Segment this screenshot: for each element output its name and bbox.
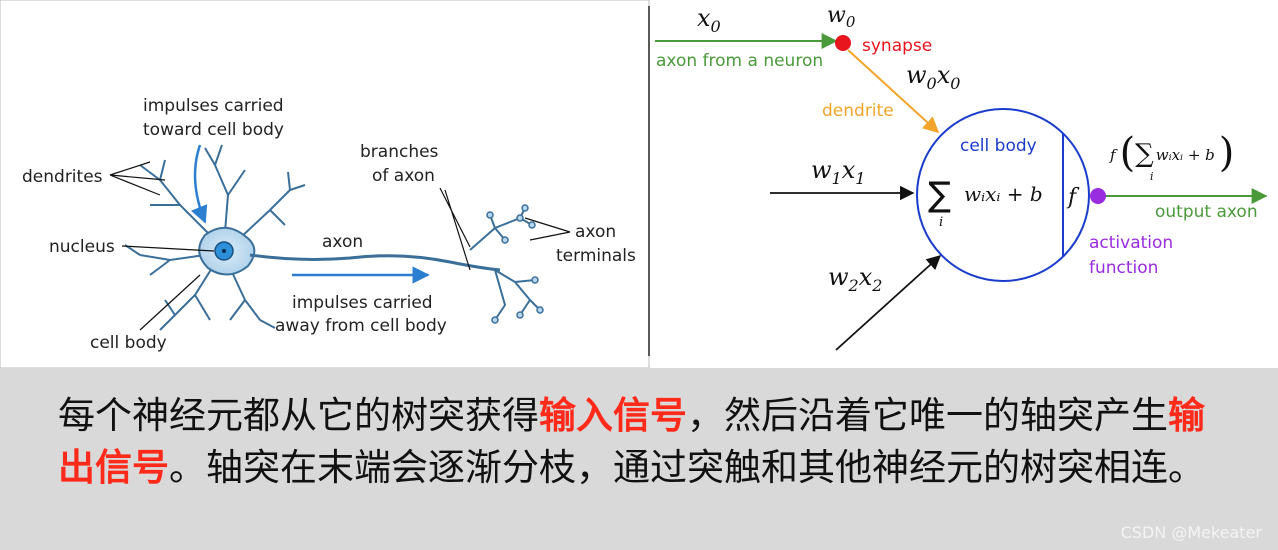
- label-dendrite: dendrite: [822, 101, 894, 121]
- sum-symbol: ∑: [928, 175, 951, 215]
- caption-panel: 每个神经元都从它的树突获得输入信号，然后沿着它唯一的轴突产生输出信号。轴突在末端…: [0, 368, 1278, 550]
- output-formula: f(∑wᵢxᵢ + b): [1109, 130, 1234, 176]
- activation-dot: [1090, 188, 1106, 204]
- label-axon-from: axon from a neuron: [656, 51, 823, 71]
- sum-index: i: [939, 215, 943, 230]
- sum-expression: wᵢxᵢ + b: [964, 182, 1043, 206]
- label-terminals-2: terminals: [556, 246, 636, 266]
- dendrite-branch: [160, 268, 212, 330]
- watermark: CSDN @Mekeater: [1121, 523, 1262, 542]
- caption-text: 每个神经元都从它的树突获得输入信号，然后沿着它唯一的轴突产生输出信号。轴突在末端…: [58, 390, 1218, 494]
- label-impulses-away: impulses carried: [292, 293, 433, 313]
- dendrite-branch: [240, 172, 305, 238]
- label-branches-2: of axon: [372, 166, 435, 186]
- dendrite-branch: [140, 160, 210, 235]
- input-w2x2-line: [836, 256, 940, 350]
- label-w1x1: w1x1: [811, 156, 865, 188]
- label-activation-2: function: [1089, 258, 1158, 278]
- synapse-dot: [835, 35, 851, 51]
- label-impulses-toward-2: toward cell body: [143, 120, 284, 140]
- label-cell-body-model: cell body: [960, 136, 1037, 156]
- caption-part-3: 。轴突在末端会逐渐分枝，通过突触和其他神经元的树突相连。: [169, 446, 1205, 489]
- axon-shape: [250, 255, 500, 270]
- label-w2x2: w2x2: [828, 263, 882, 295]
- label-nucleus: nucleus: [49, 237, 115, 257]
- caption-part-1: 每个神经元都从它的树突获得: [58, 394, 539, 437]
- label-terminals: axon: [575, 222, 616, 242]
- dendrite-branch: [230, 272, 275, 328]
- label-branches: branches: [360, 142, 439, 162]
- impulse-toward-arrow: [195, 145, 205, 222]
- label-activation: activation: [1089, 233, 1173, 253]
- label-w0x0: w0x0: [906, 61, 960, 93]
- axon-terminal-branch: [470, 208, 532, 250]
- label-cell-body: cell body: [90, 333, 167, 353]
- activation-f: f: [1066, 185, 1080, 210]
- nucleus-core: [222, 249, 226, 253]
- neuron-figure: dendrites impulses carried toward cell b…: [0, 0, 1278, 368]
- label-dendrites: dendrites: [22, 167, 103, 187]
- label-output-axon: output axon: [1155, 202, 1258, 222]
- label-x0: x0: [697, 4, 721, 36]
- label-impulses-toward: impulses carried: [143, 96, 284, 116]
- label-axon: axon: [322, 232, 363, 252]
- label-w0: w0: [827, 3, 856, 31]
- caption-highlight-input: 输入信号: [539, 394, 687, 437]
- label-synapse: synapse: [862, 36, 932, 56]
- dendrite-branch: [205, 145, 245, 232]
- output-formula-index: i: [1150, 170, 1154, 183]
- caption-part-2: ，然后沿着它唯一的轴突产生: [687, 394, 1168, 437]
- label-impulses-away-2: away from cell body: [275, 316, 447, 336]
